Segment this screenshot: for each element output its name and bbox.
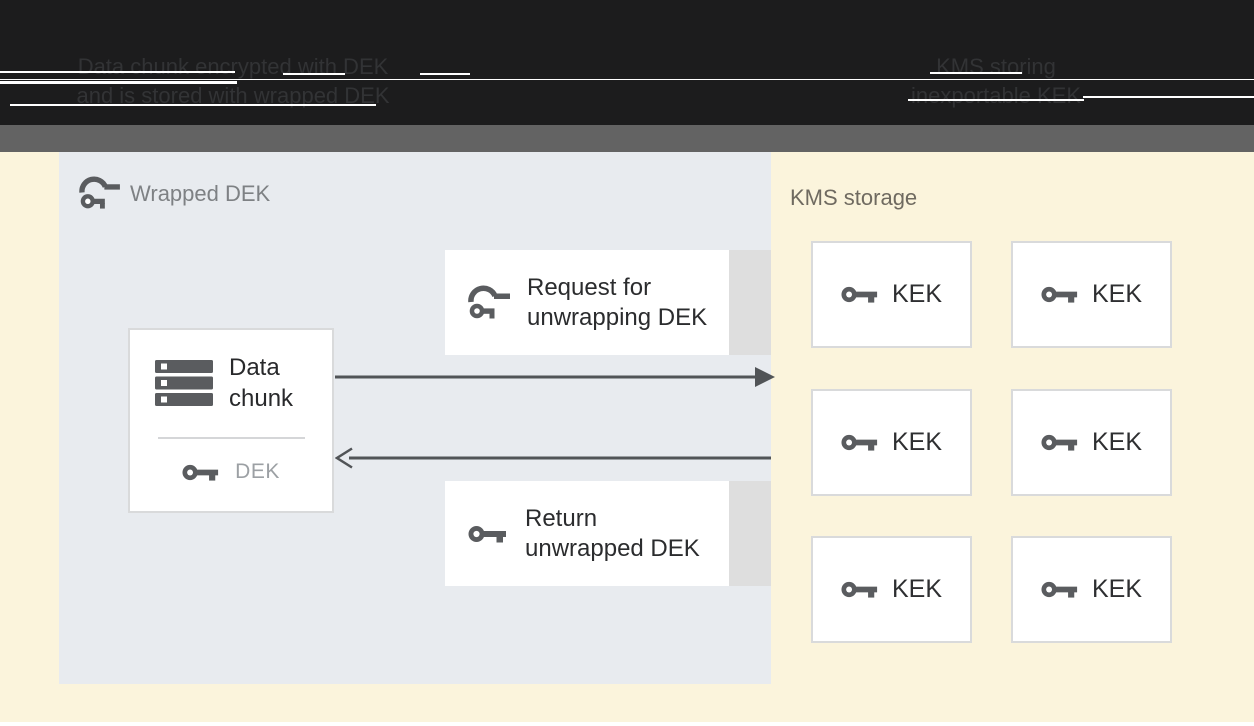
glitch-line (0, 71, 235, 73)
key-icon (468, 522, 508, 546)
bottom-margin (0, 722, 1254, 726)
return-unwrapped-box: Return unwrapped DEK (445, 481, 771, 586)
glitch-line (1083, 96, 1254, 98)
kek-box: KEK (1011, 389, 1172, 496)
key-icon (1041, 283, 1079, 306)
dek-row: DEK (130, 452, 332, 492)
kek-box: KEK (811, 241, 972, 348)
key-icon (841, 431, 879, 454)
request-unwrap-box: Request for unwrapping DEK (445, 250, 771, 355)
kek-label: KEK (891, 428, 943, 456)
data-chunk-line1: Data (229, 354, 280, 381)
return-line2: unwrapped DEK (525, 534, 700, 562)
data-chunk-box: Data chunk DEK (128, 328, 334, 513)
data-chunk-label: Data chunk (229, 352, 293, 414)
request-arrow (335, 365, 775, 394)
kek-box: KEK (1011, 536, 1172, 643)
kek-label: KEK (891, 575, 943, 603)
gray-divider-bar (0, 125, 1254, 152)
caption-left-line2: and is stored with wrapped DEK (76, 83, 390, 108)
glitch-line (930, 72, 1022, 74)
glitch-line (283, 73, 345, 75)
caption-right-line2: inexportable KEK (911, 83, 1081, 108)
panel-title: Wrapped DEK (130, 180, 271, 206)
glitch-line (908, 99, 1084, 101)
panel-header: Wrapped DEK (79, 176, 270, 211)
key-icon (182, 461, 220, 484)
return-line1: Return (525, 504, 598, 532)
key-icon (1041, 431, 1079, 454)
request-line2: unwrapping DEK (527, 303, 708, 331)
caption-left: Data chunk encrypted with DEK and is sto… (63, 52, 403, 110)
kek-box: KEK (811, 536, 972, 643)
diagram-canvas: Wrapped DEK (0, 152, 1254, 726)
caption-right-line1: KMS storing (936, 54, 1056, 79)
key-icon (841, 578, 879, 601)
request-label: Request for unwrapping DEK (527, 273, 707, 333)
key-icon (841, 283, 879, 306)
caption-header: Data chunk encrypted with DEK and is sto… (0, 0, 1254, 125)
divider (158, 437, 305, 439)
kek-box: KEK (1011, 241, 1172, 348)
glitch-line (0, 81, 237, 84)
storage-stack-icon (155, 360, 213, 406)
wrapped-key-icon (79, 176, 120, 211)
caption-right: KMS storing inexportable KEK (830, 52, 1162, 110)
kek-label: KEK (891, 280, 943, 308)
key-icon (1041, 578, 1079, 601)
wrapped-key-icon (468, 285, 510, 321)
glitch-line (420, 73, 470, 75)
data-chunk-row: Data chunk (155, 352, 293, 414)
kek-label: KEK (1091, 575, 1143, 603)
return-arrow (334, 446, 771, 475)
kms-storage-title: KMS storage (790, 185, 918, 210)
kek-label: KEK (1091, 280, 1143, 308)
caption-left-line1: Data chunk encrypted with DEK (77, 54, 389, 79)
kek-label: KEK (1091, 428, 1143, 456)
kek-box: KEK (811, 389, 972, 496)
request-line1: Request for (527, 273, 652, 301)
return-label: Return unwrapped DEK (525, 504, 700, 564)
wrapped-dek-panel: Wrapped DEK (59, 152, 771, 684)
data-chunk-line2: chunk (229, 385, 294, 412)
dek-label: DEK (235, 460, 280, 483)
glitch-line (0, 79, 1254, 80)
glitch-line (10, 104, 376, 106)
